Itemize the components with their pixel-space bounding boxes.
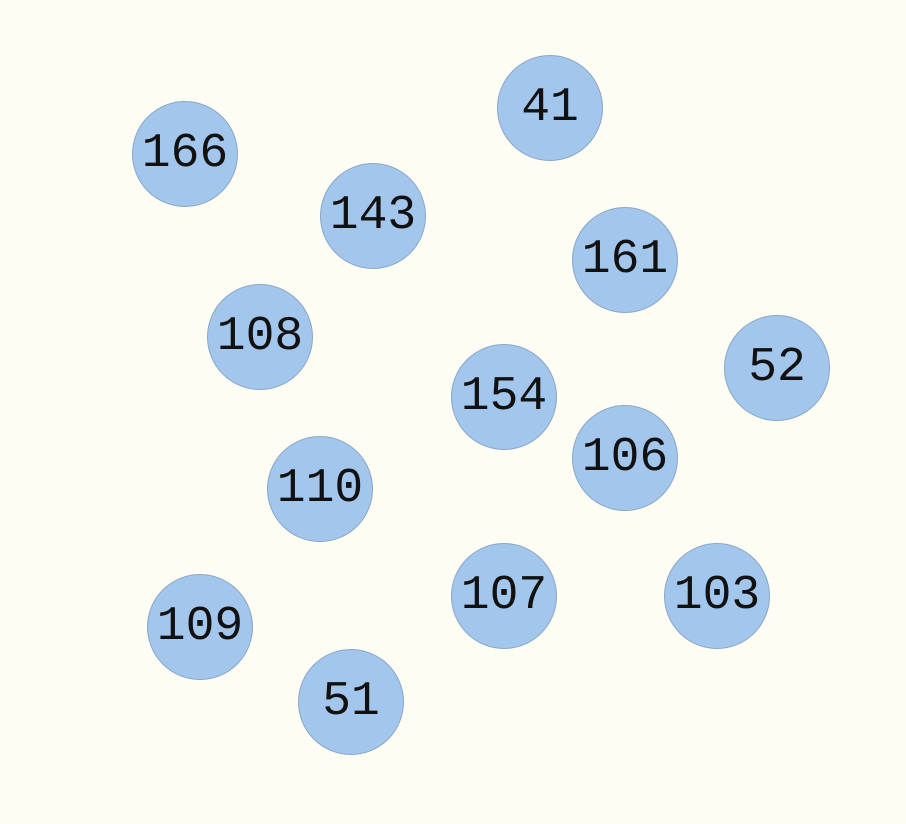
circle-number: 103	[673, 569, 761, 623]
number-circle[interactable]: 166	[132, 101, 238, 207]
circle-number: 107	[460, 569, 548, 623]
circle-number: 143	[329, 189, 417, 243]
circle-number: 109	[156, 600, 244, 654]
circle-number: 166	[141, 127, 229, 181]
circle-number: 52	[748, 341, 806, 395]
number-circle[interactable]: 154	[451, 344, 557, 450]
number-circle[interactable]: 108	[207, 284, 313, 390]
number-circle[interactable]: 143	[320, 163, 426, 269]
number-circle[interactable]: 107	[451, 543, 557, 649]
circle-number: 106	[581, 431, 669, 485]
number-circle[interactable]: 52	[724, 315, 830, 421]
number-circle[interactable]: 110	[267, 436, 373, 542]
number-circle[interactable]: 109	[147, 574, 253, 680]
circle-number: 51	[322, 675, 380, 729]
circle-number: 41	[521, 81, 579, 135]
number-circle[interactable]: 161	[572, 207, 678, 313]
circle-number: 110	[276, 462, 364, 516]
circle-number: 154	[460, 370, 548, 424]
circle-number: 161	[581, 233, 669, 287]
circle-number: 108	[216, 310, 304, 364]
number-circle[interactable]: 106	[572, 405, 678, 511]
number-circle[interactable]: 51	[298, 649, 404, 755]
number-circle[interactable]: 103	[664, 543, 770, 649]
number-circle[interactable]: 41	[497, 55, 603, 161]
